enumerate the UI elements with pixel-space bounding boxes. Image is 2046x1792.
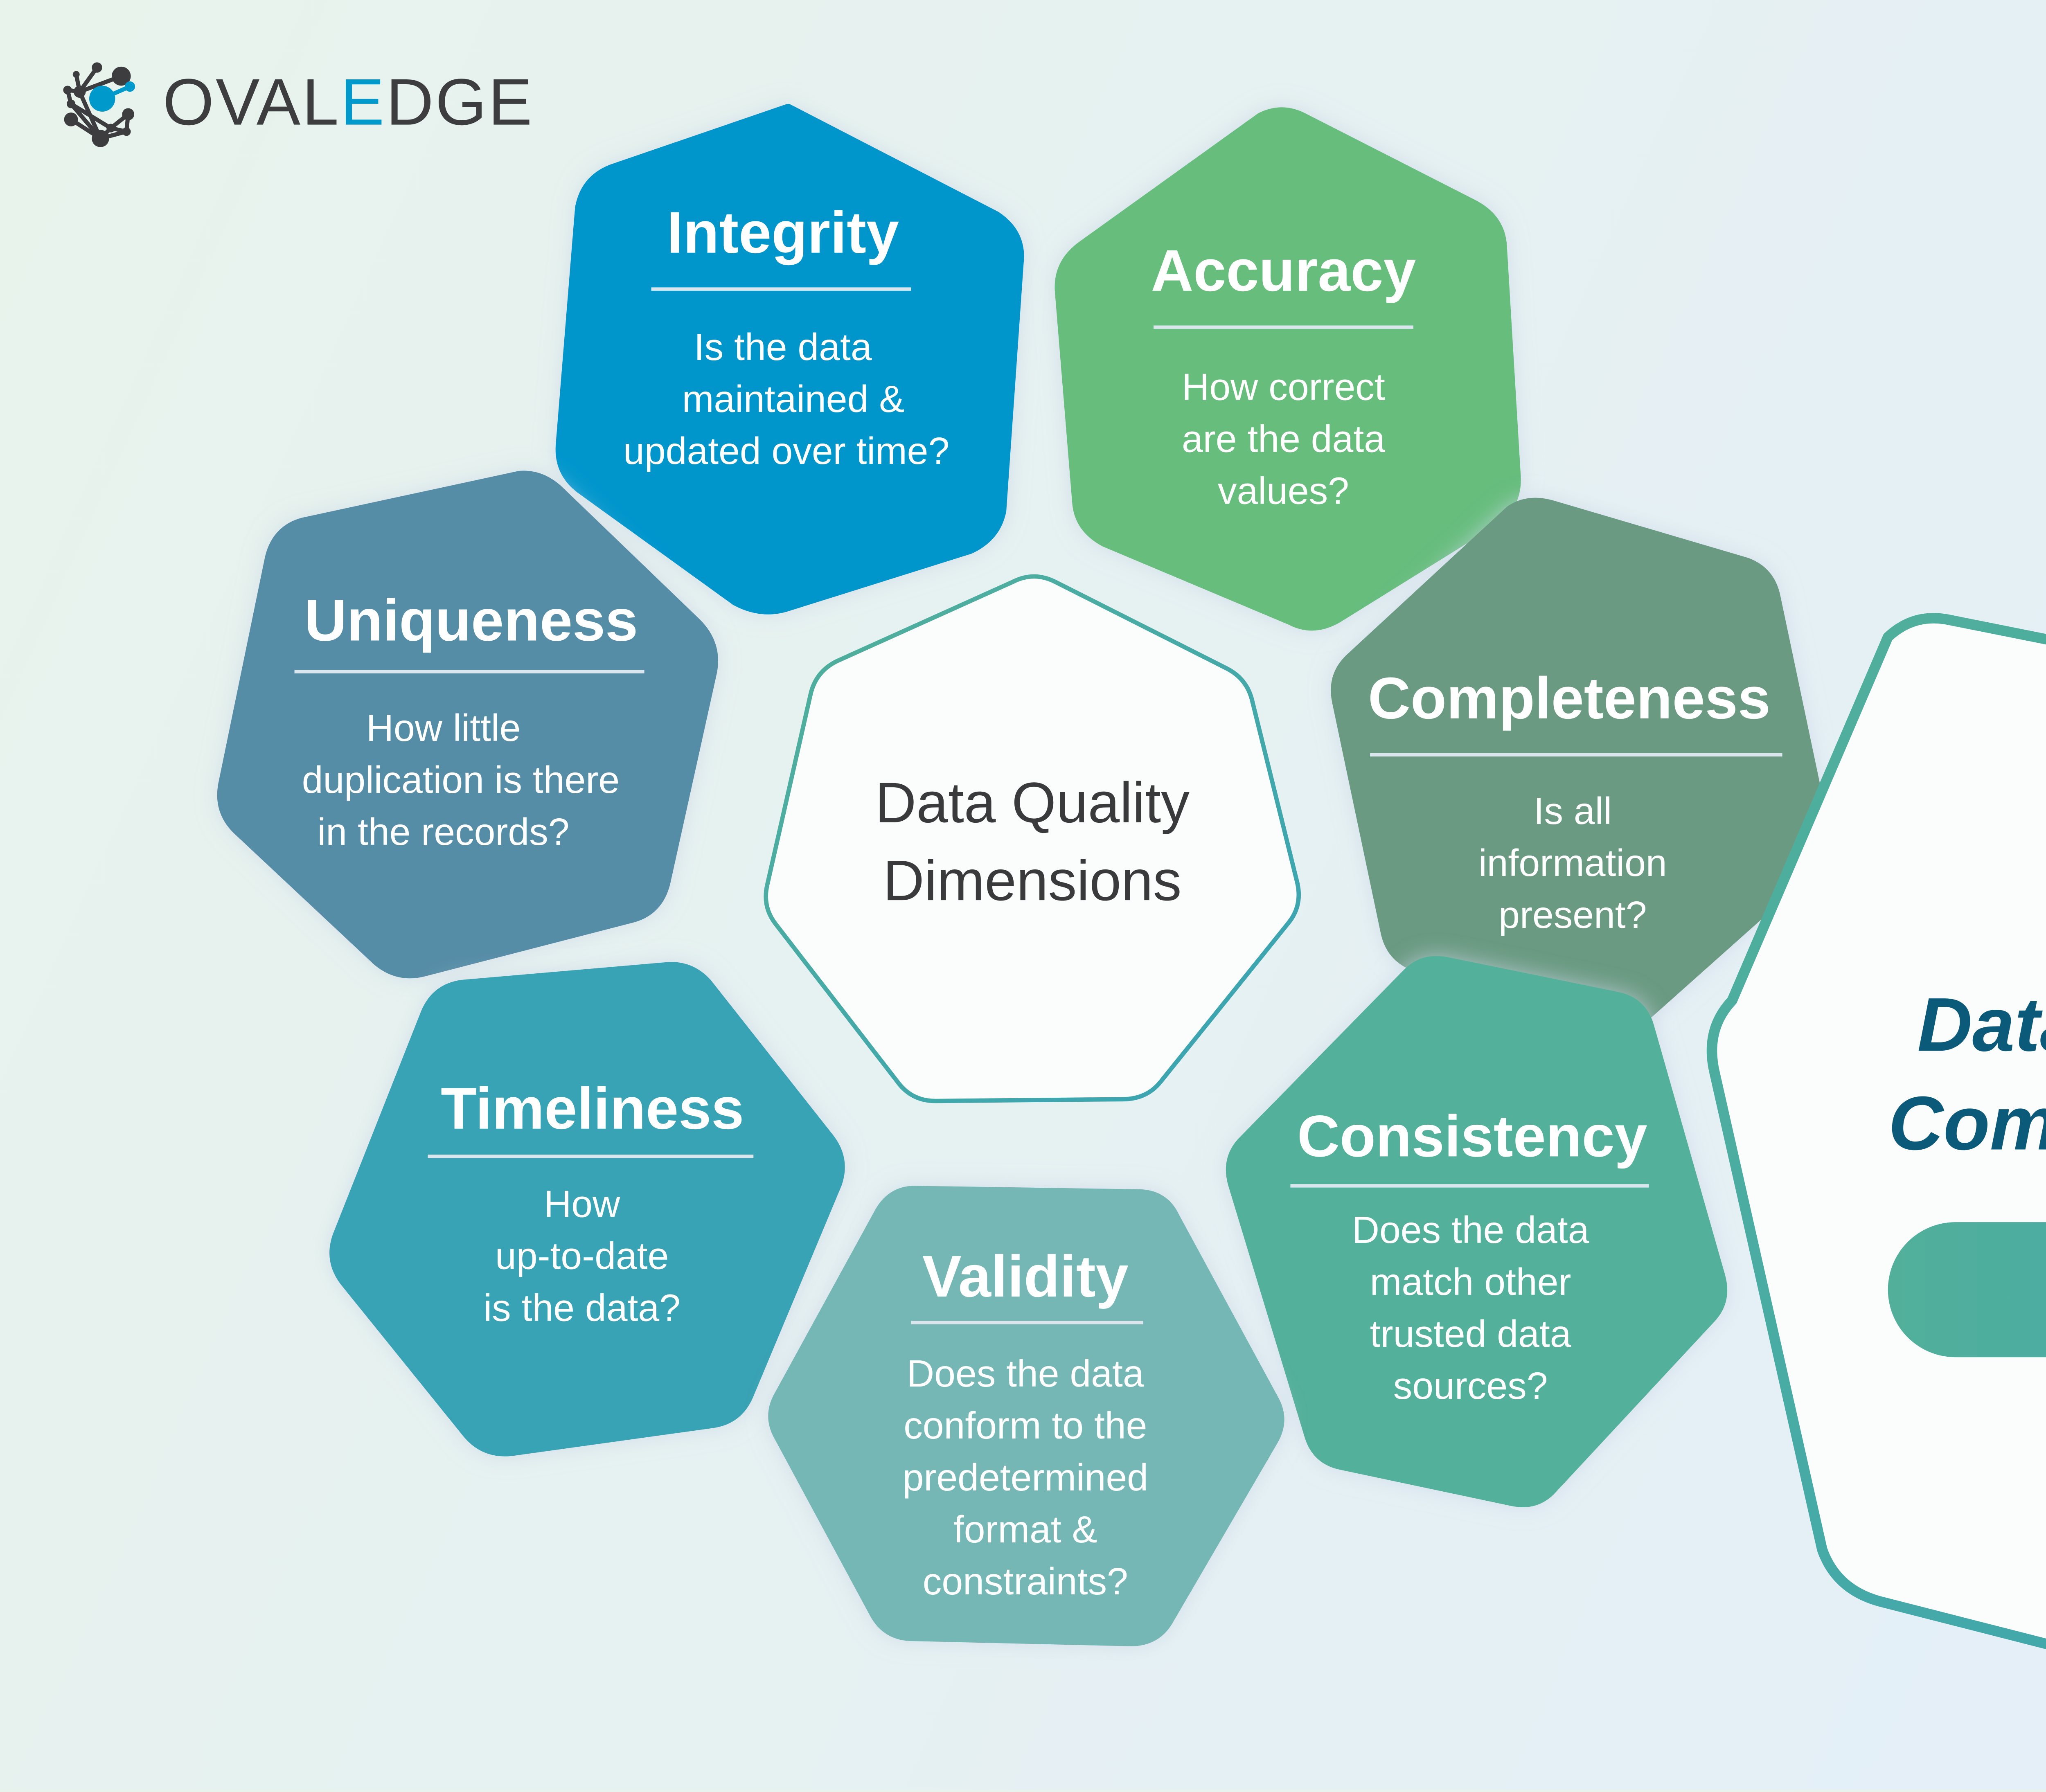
hexagon-accuracy [1055, 107, 1521, 631]
integrity-desc-line: Is the data [694, 326, 872, 368]
hexagon-validity [768, 1186, 1284, 1646]
dimension-validity [768, 1186, 1284, 1646]
download-button[interactable]: DOWNLOAD [1888, 1222, 2046, 1358]
validity-desc-line: predetermined [903, 1456, 1148, 1499]
consistency-desc-line: match other [1370, 1261, 1571, 1303]
timeliness-desc-line: is the data? [483, 1286, 680, 1329]
consistency-desc-line: sources? [1393, 1364, 1548, 1407]
timeliness-desc-line: How [544, 1183, 620, 1225]
center-title-line: Dimensions [883, 849, 1182, 912]
validity-title: Validity [922, 1244, 1129, 1309]
logo-text-dge: DGE [386, 65, 534, 139]
hexagon-uniqueness [217, 471, 718, 979]
uniqueness-desc-line: in the records? [318, 810, 570, 853]
validity-desc-line: Does the data [907, 1352, 1144, 1395]
ovaledge-logo[interactable]: OVALEDGE [63, 62, 534, 147]
completeness-desc-line: present? [1498, 894, 1647, 936]
center-title-line: Data Quality [875, 771, 1190, 835]
consistency-desc-line: trusted data [1370, 1312, 1571, 1355]
uniqueness-desc-line: duplication is there [302, 759, 620, 801]
accuracy-desc-line: are the data [1182, 417, 1385, 460]
uniqueness-desc-line: How little [366, 707, 521, 749]
logo-wordmark: OVALEDGE [163, 65, 534, 139]
uniqueness-title: Uniqueness [304, 588, 638, 653]
completeness-title: Completeness [1368, 666, 1771, 731]
cta-card [1706, 613, 2046, 1649]
download-button-bg[interactable] [1888, 1222, 2046, 1358]
accuracy-desc-line: values? [1218, 469, 1349, 512]
hexagon-integrity [555, 104, 1024, 615]
center-heptagon [764, 574, 1301, 1103]
hexagon-consistency [1226, 956, 1727, 1507]
consistency-title: Consistency [1297, 1103, 1647, 1169]
dimension-uniqueness [217, 471, 718, 979]
accuracy-title: Accuracy [1151, 238, 1416, 304]
dimension-timeliness [329, 962, 845, 1457]
integrity-desc-line: updated over time? [623, 430, 949, 472]
completeness-desc-line: Is all [1534, 790, 1612, 832]
timeliness-desc-line: up-to-date [495, 1234, 669, 1277]
logo-text-accent: E [340, 65, 386, 139]
dimension-accuracy [1055, 107, 1521, 631]
network-logo-icon [63, 62, 135, 147]
validity-desc-line: constraints? [923, 1560, 1128, 1603]
integrity-title: Integrity [667, 200, 899, 266]
dimension-completeness [1331, 498, 1830, 1029]
hexagon-completeness [1331, 498, 1830, 1029]
consistency-desc-line: Does the data [1352, 1209, 1589, 1251]
accuracy-desc-line: How correct [1182, 365, 1385, 408]
cta-title-line: Comparison Guide [1888, 1081, 2046, 1166]
dimension-integrity [555, 104, 1024, 615]
cta-title-line: Data Quality Tool [1917, 982, 2046, 1067]
logo-text-oval: OVAL [163, 65, 340, 139]
validity-desc-line: format & [953, 1508, 1097, 1551]
validity-desc-line: conform to the [904, 1404, 1147, 1447]
hexagon-timeliness [329, 962, 845, 1457]
cta-hexagon [1706, 613, 2046, 1649]
dimension-consistency [1226, 956, 1727, 1507]
integrity-desc-line: maintained & [682, 378, 904, 420]
timeliness-title: Timeliness [441, 1076, 744, 1141]
completeness-desc-line: information [1478, 842, 1667, 884]
heptagon-shape [764, 574, 1301, 1103]
